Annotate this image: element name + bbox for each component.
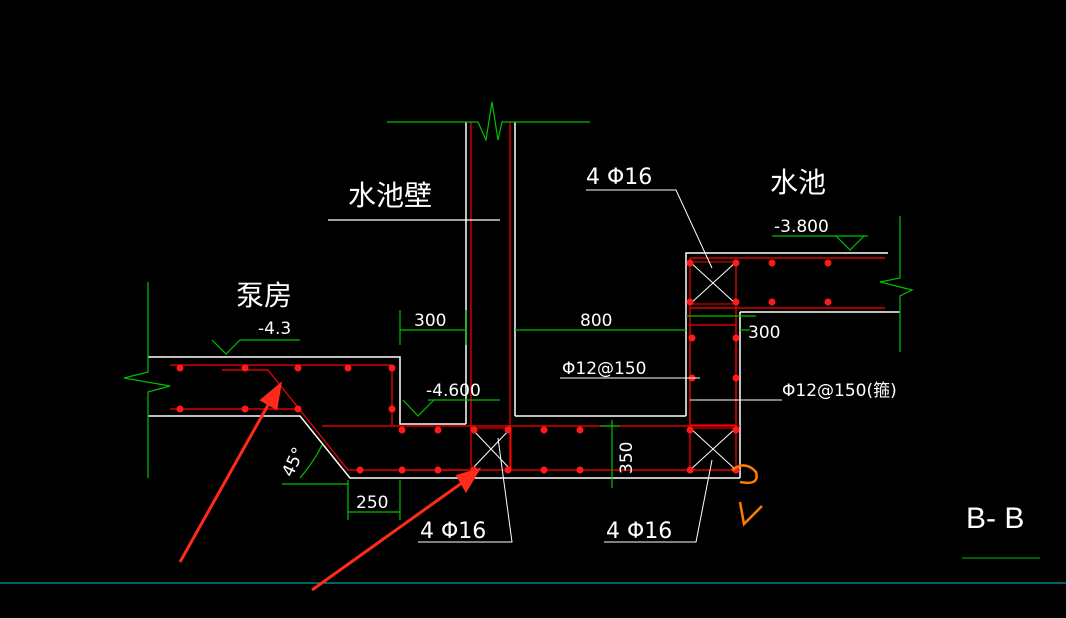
dim-haunch-width: 250 [356, 493, 388, 513]
rebar-dot [732, 298, 740, 306]
elevation-pit-bottom: -4.600 [426, 381, 481, 401]
pool-wall-label: 水池壁 [348, 179, 432, 212]
rebar-dot [732, 259, 740, 267]
rebar-dot [686, 298, 694, 306]
dim-slope-angle: 45° [278, 444, 309, 480]
annotation-arrows [178, 381, 482, 592]
dim-pool-span: 800 [580, 311, 612, 331]
rebar-dot [388, 364, 396, 372]
elevation-pool: -3.800 [774, 217, 829, 237]
rebar-dot [686, 466, 694, 474]
rebar-dot [294, 405, 302, 413]
rebar-dot [824, 259, 832, 267]
callout-bottom-right-beam: 4 Φ16 [606, 519, 672, 544]
dimension-lines [123, 101, 914, 520]
leader-lines [418, 189, 1040, 559]
section-title: B- B [966, 502, 1024, 535]
callout-top-beam: 4 Φ16 [586, 165, 652, 190]
rebar-dot [504, 466, 512, 474]
rebar-dot [434, 466, 442, 474]
rebar-dot [388, 405, 396, 413]
pool-label: 水池 [770, 166, 826, 199]
dim-pool-wall-thickness: 300 [748, 323, 780, 343]
rebar-dot [398, 466, 406, 474]
rebar-dot [732, 426, 740, 434]
rebar-dot [434, 426, 442, 434]
rebar-dot [824, 298, 832, 306]
callout-stirrup-dense: Φ12@150(箍) [782, 381, 897, 401]
rebar-dot [686, 426, 694, 434]
dim-wall-offset: 300 [414, 311, 446, 331]
rebar-dot [540, 466, 548, 474]
rebar-dot [576, 466, 584, 474]
rebar-dot [576, 426, 584, 434]
rebar-dot [732, 374, 740, 382]
rebar-dot [768, 298, 776, 306]
dim-slab-thickness: 350 [617, 442, 637, 474]
rebar-dot [540, 426, 548, 434]
callout-stirrup: Φ12@150 [562, 359, 646, 379]
rebar-dot [176, 364, 184, 372]
concrete-outline [148, 122, 900, 479]
rebar-dot [344, 364, 352, 372]
rebar-dot [504, 426, 512, 434]
rebar-dot [686, 259, 694, 267]
elevation-pump-room: -4.3 [258, 319, 291, 339]
orange-markup [731, 464, 763, 527]
rebar-dot [176, 405, 184, 413]
rebar-dot [398, 426, 406, 434]
rebar-cage-boxes [470, 261, 737, 471]
rebar-dot [241, 405, 249, 413]
rebar-dot [241, 364, 249, 372]
rebar-dot [768, 259, 776, 267]
rebar-dot [356, 466, 364, 474]
rebar-dot [470, 426, 478, 434]
rebar-dot [688, 334, 696, 342]
rebar-dot [732, 334, 740, 342]
callout-bottom-left-beam: 4 Φ16 [420, 519, 486, 544]
rebar-dot [294, 364, 302, 372]
pump-room-label: 泵房 [236, 279, 292, 312]
